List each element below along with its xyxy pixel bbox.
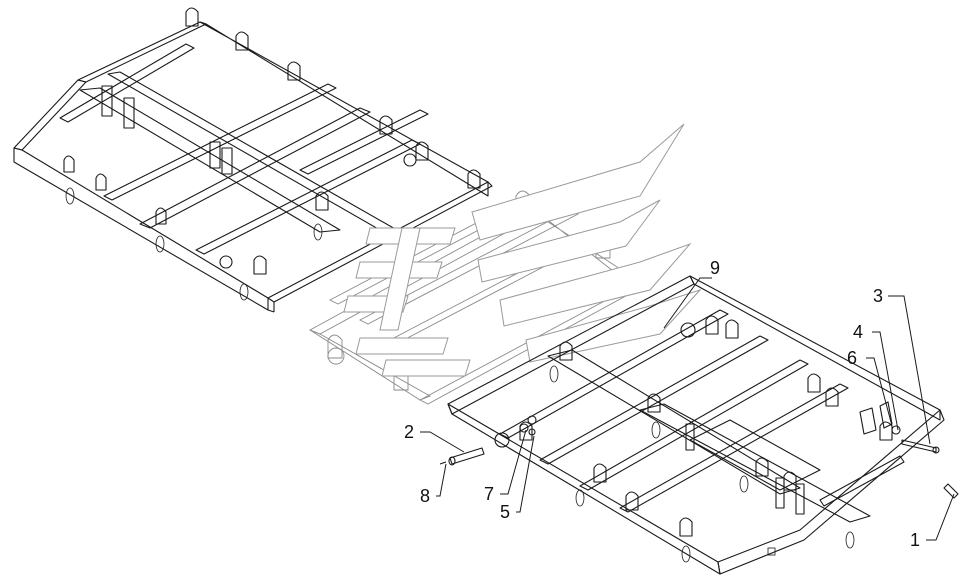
leader-2: [420, 431, 465, 453]
callout-7: 7: [484, 484, 494, 504]
callout-labels: 9 3 4 6 2 8 7 5 1: [404, 258, 920, 550]
leader-lines: [420, 277, 955, 541]
pin-part-2: [449, 447, 485, 465]
callout-9: 9: [710, 258, 720, 278]
leader-3: [888, 295, 931, 445]
nut-part-5: [528, 428, 536, 436]
callout-5: 5: [500, 502, 510, 522]
leader-7: [500, 429, 527, 495]
watermark-logo: [343, 123, 702, 377]
callout-4: 4: [853, 322, 863, 342]
bolt-part-1: [943, 483, 959, 499]
upper-frame: [13, 7, 493, 313]
washer-part-7: [519, 423, 529, 433]
leader-1: [926, 493, 955, 541]
bolt-part-3: [901, 439, 937, 453]
callout-2: 2: [404, 422, 414, 442]
callout-3: 3: [873, 286, 883, 306]
leader-9: [663, 277, 712, 329]
leader-4: [872, 331, 899, 431]
cotter-part-8: [439, 461, 447, 465]
leader-6: [866, 357, 893, 427]
leader-8: [436, 463, 447, 497]
leader-5: [516, 435, 535, 513]
callout-8: 8: [420, 486, 430, 506]
callout-6: 6: [847, 348, 857, 368]
callout-1: 1: [910, 530, 920, 550]
lower-frame: [447, 275, 945, 575]
hardware-parts: [439, 423, 959, 499]
